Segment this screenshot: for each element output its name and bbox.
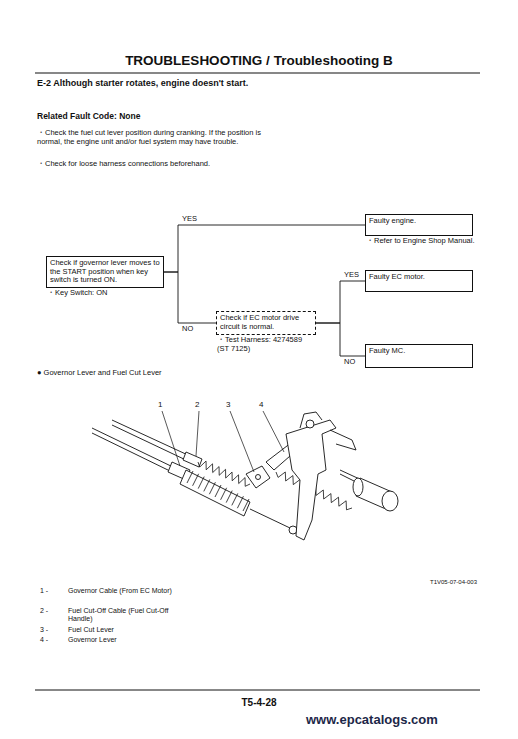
box-text: Faulty engine. [366,215,472,228]
parts-index: 2 - [40,607,48,615]
part-name: Governor Lever [68,636,117,644]
governor-cable [92,428,175,468]
box-text: Faulty MC. [366,345,472,358]
footer-rule [35,690,480,691]
edge-label: YES [343,271,360,279]
note: ・Check for loose harness connections bef… [37,160,277,169]
edge-label: YES [181,215,198,223]
header-rule [35,72,480,73]
result-box: Faulty engine.・Refer to Engine Shop Manu… [365,214,473,236]
box-text: Check if governor lever moves to the STA… [47,257,163,287]
check-box: Check if EC motor drive circuit is norma… [216,311,316,335]
box-text: Check if EC motor drive circuit is norma… [217,312,315,333]
callout-number: 4 [259,400,263,409]
fault-code: Related Fault Code: None [37,112,140,122]
governor-cable [92,433,172,472]
part-name: Fuel Cut-Off Cable (Fuel Cut-Off Handle) [68,607,183,623]
result-box: Faulty EC motor. [365,270,473,292]
edge-label: NO [181,325,194,333]
callout-number: 1 [158,400,162,409]
box-note: ・Test Harness: 4274589 (ST 7125) [217,336,312,353]
governor-assembly [92,412,398,540]
callout-number: 2 [195,400,199,409]
page-title: TROUBLESHOOTING / Troubleshooting B [0,53,518,69]
check-box: Check if governor lever moves to the STA… [46,256,164,288]
edge-label: NO [343,358,356,366]
callout-number: 3 [226,400,230,409]
figure-code: T1V05-07-04-003 [430,579,477,586]
figure-heading: ● Governor Lever and Fuel Cut Lever [37,369,162,378]
note: ・Check the fuel cut lever position durin… [37,129,277,146]
fuel-cut-cable [112,420,190,456]
box-note: ・Key Switch: ON [47,289,108,298]
flow-connector [164,225,365,272]
problem-heading: E-2 Although starter rotates, engine doe… [37,78,262,88]
page-number: T5-4-28 [0,697,518,709]
result-box: Faulty MC. [365,344,473,368]
watermark: www.epcatalogs.com [306,713,438,728]
parts-index: 3 - [40,626,48,634]
leader-lines [162,411,284,472]
box-note: ・Refer to Engine Shop Manual. [366,237,474,246]
flow-connector [164,272,216,323]
box-text: Faulty EC motor. [366,271,472,284]
part-name: Fuel Cut Lever [68,626,114,634]
part-name: Governor Cable (From EC Motor) [68,587,183,595]
flow-connector [316,323,365,356]
parts-index: 1 - [40,587,48,595]
parts-index: 4 - [40,636,48,644]
flow-connector [316,281,365,323]
